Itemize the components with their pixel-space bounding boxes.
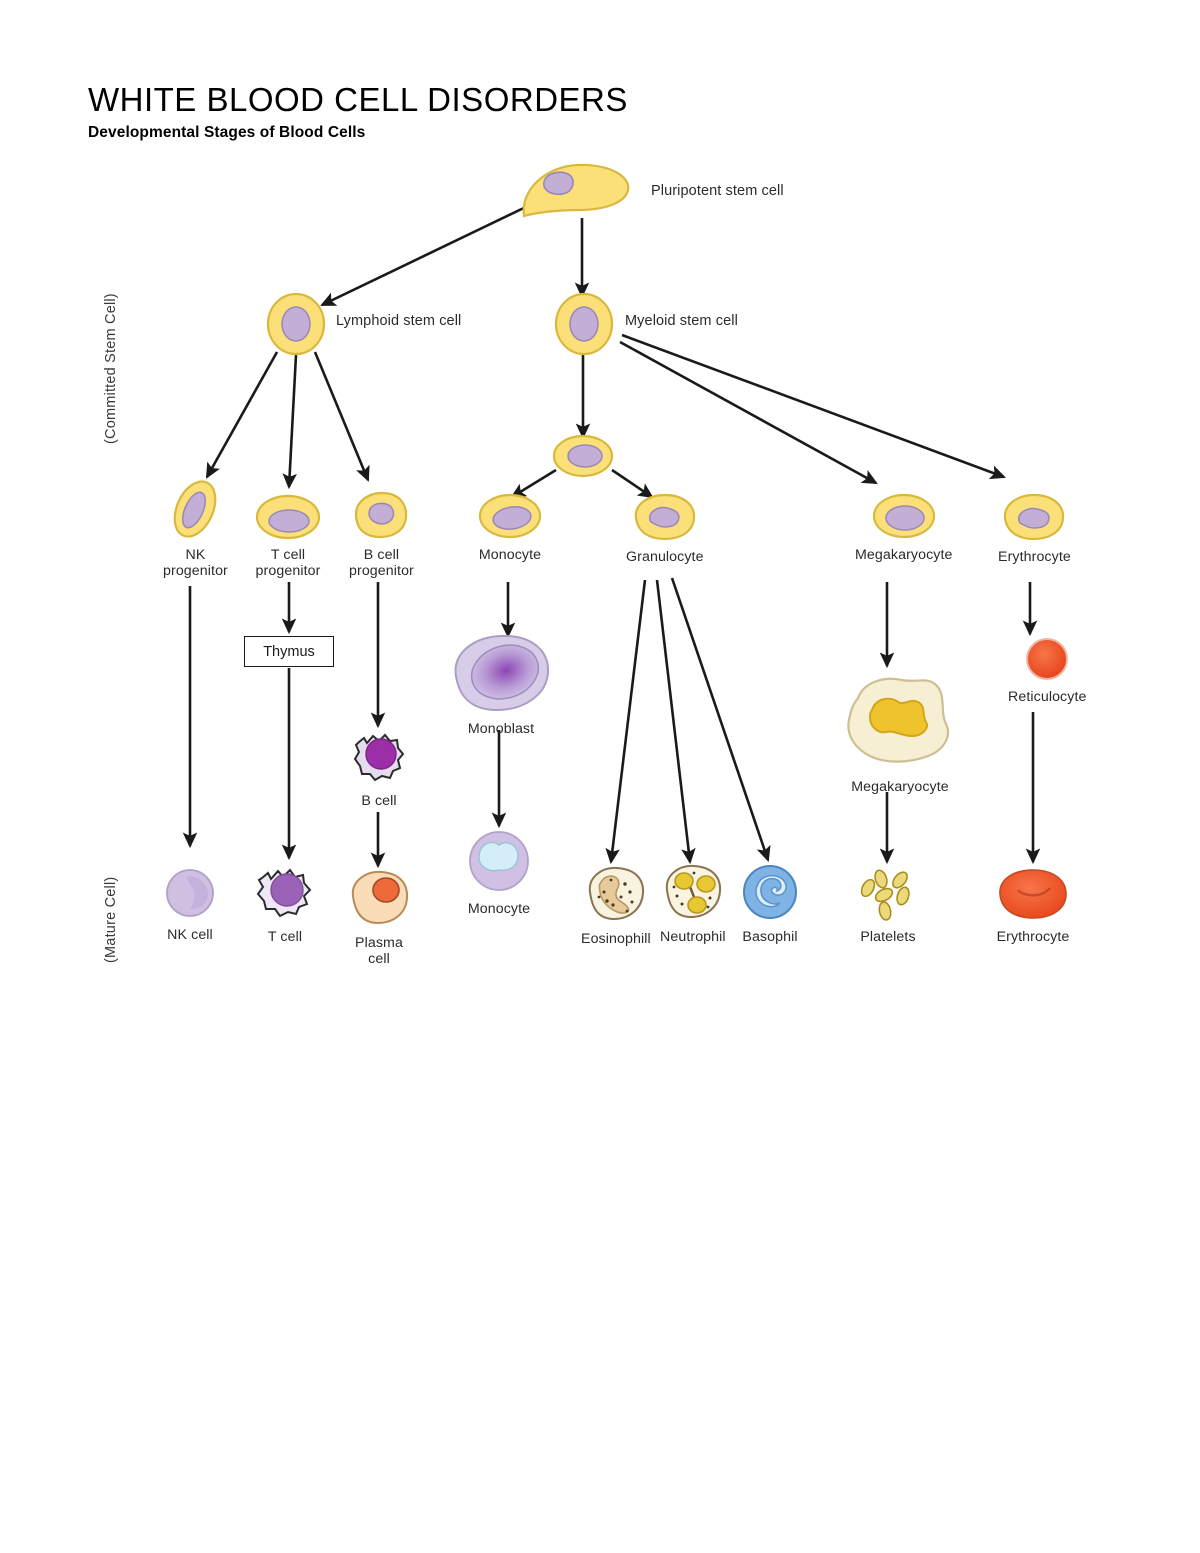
label-erythrocyte-progenitor: Erythrocyte bbox=[998, 549, 1071, 565]
node-monocyte-progenitor: Monocyte bbox=[478, 492, 542, 564]
label-eosinophil: Eosinophill bbox=[581, 931, 651, 947]
myeloid-intermediate-cell-icon bbox=[552, 434, 614, 483]
node-monocyte-mature: Monocyte bbox=[466, 828, 532, 918]
myeloid-stem-cell-icon bbox=[553, 292, 615, 361]
b-cell-icon bbox=[351, 728, 407, 791]
plasma-cell-icon bbox=[348, 868, 410, 933]
label-reticulocyte: Reticulocyte bbox=[1008, 689, 1087, 705]
label-lymphoid-stem-cell: Lymphoid stem cell bbox=[336, 313, 462, 329]
blood-cell-lineage-diagram: (Committed Stem Cell) (Mature Cell) bbox=[103, 160, 1086, 968]
megakaryocyte-progenitor-icon bbox=[872, 492, 936, 545]
node-granulocyte: Granulocyte bbox=[626, 492, 704, 566]
page-subtitle: Developmental Stages of Blood Cells bbox=[88, 123, 366, 141]
node-b-cell: B cell bbox=[351, 728, 407, 810]
node-megakaryocyte-progenitor: Megakaryocyte bbox=[855, 492, 953, 564]
node-erythrocyte-progenitor: Erythrocyte bbox=[998, 492, 1071, 566]
node-neutrophil: Neutrophil bbox=[660, 862, 726, 946]
nk-cell-icon bbox=[163, 866, 217, 925]
stage-label-mature-cell: (Mature Cell) bbox=[103, 876, 119, 963]
node-myeloid-intermediate-cell bbox=[552, 434, 614, 483]
node-reticulocyte: Reticulocyte bbox=[1008, 636, 1086, 706]
label-b-cell-progenitor: B cell progenitor bbox=[349, 547, 414, 579]
neutrophil-icon bbox=[662, 862, 724, 927]
node-eosinophil: Eosinophill bbox=[581, 864, 651, 948]
label-neutrophil: Neutrophil bbox=[660, 929, 726, 945]
document-header: WHITE BLOOD CELL DISORDERS Developmental… bbox=[88, 82, 988, 142]
t-cell-icon bbox=[254, 862, 316, 927]
label-myeloid-stem-cell: Myeloid stem cell bbox=[625, 313, 738, 329]
label-megakaryocyte-progenitor: Megakaryocyte bbox=[855, 547, 953, 563]
monoblast-icon bbox=[449, 632, 553, 719]
node-megakaryocyte-mature: Megakaryocyte bbox=[840, 668, 960, 796]
label-b-cell: B cell bbox=[361, 793, 397, 809]
node-b-cell-progenitor: B cell progenitor bbox=[349, 490, 414, 580]
label-platelets: Platelets bbox=[860, 929, 916, 945]
eosinophil-icon bbox=[585, 864, 647, 929]
node-nk-cell: NK cell bbox=[163, 866, 217, 944]
node-platelets: Platelets bbox=[855, 866, 921, 946]
node-erythrocyte-mature: Erythrocyte bbox=[996, 866, 1070, 946]
label-t-cell-progenitor: T cell progenitor bbox=[255, 547, 321, 579]
node-nk-progenitor: NK progenitor bbox=[163, 478, 228, 580]
stage-label-committed-stem-cell: (Committed Stem Cell) bbox=[103, 293, 119, 444]
node-monoblast: Monoblast bbox=[449, 632, 553, 738]
node-basophil: Basophil bbox=[740, 862, 800, 946]
label-basophil: Basophil bbox=[742, 929, 798, 945]
node-t-cell-progenitor: T cell progenitor bbox=[255, 492, 321, 580]
label-monoblast: Monoblast bbox=[467, 721, 535, 737]
label-plasma-cell: Plasma cell bbox=[355, 935, 403, 967]
label-monocyte-mature: Monocyte bbox=[467, 901, 531, 917]
nk-progenitor-icon bbox=[168, 478, 222, 545]
label-erythrocyte-mature: Erythrocyte bbox=[996, 929, 1070, 945]
reticulocyte-icon bbox=[1024, 636, 1070, 687]
node-t-cell: T cell bbox=[254, 862, 316, 946]
monocyte-mature-icon bbox=[466, 828, 532, 899]
label-t-cell: T cell bbox=[267, 929, 303, 945]
thymus-label: Thymus bbox=[263, 643, 315, 660]
node-plasma-cell: Plasma cell bbox=[348, 868, 410, 968]
pluripotent-stem-cell-icon bbox=[516, 160, 634, 227]
lymphoid-stem-cell-icon bbox=[265, 292, 327, 361]
label-nk-cell: NK cell bbox=[167, 927, 213, 943]
megakaryocyte-mature-icon bbox=[840, 668, 960, 777]
label-megakaryocyte-mature: Megakaryocyte bbox=[851, 779, 949, 795]
platelets-icon bbox=[855, 866, 921, 927]
label-nk-progenitor: NK progenitor bbox=[163, 547, 228, 579]
node-lymphoid-stem-cell bbox=[265, 292, 327, 361]
t-cell-progenitor-icon bbox=[255, 492, 321, 545]
basophil-icon bbox=[740, 862, 800, 927]
granulocyte-icon bbox=[632, 492, 698, 547]
node-pluripotent-stem-cell bbox=[516, 160, 634, 227]
b-cell-progenitor-icon bbox=[352, 490, 410, 545]
thymus-box: Thymus bbox=[244, 636, 334, 667]
page-title: WHITE BLOOD CELL DISORDERS bbox=[88, 81, 628, 118]
label-monocyte-progenitor: Monocyte bbox=[478, 547, 542, 563]
label-pluripotent-stem-cell: Pluripotent stem cell bbox=[651, 183, 784, 199]
node-myeloid-stem-cell bbox=[553, 292, 615, 361]
monocyte-progenitor-icon bbox=[478, 492, 542, 545]
erythrocyte-progenitor-icon bbox=[1002, 492, 1066, 547]
erythrocyte-mature-icon bbox=[996, 866, 1070, 927]
label-granulocyte: Granulocyte bbox=[626, 549, 704, 565]
